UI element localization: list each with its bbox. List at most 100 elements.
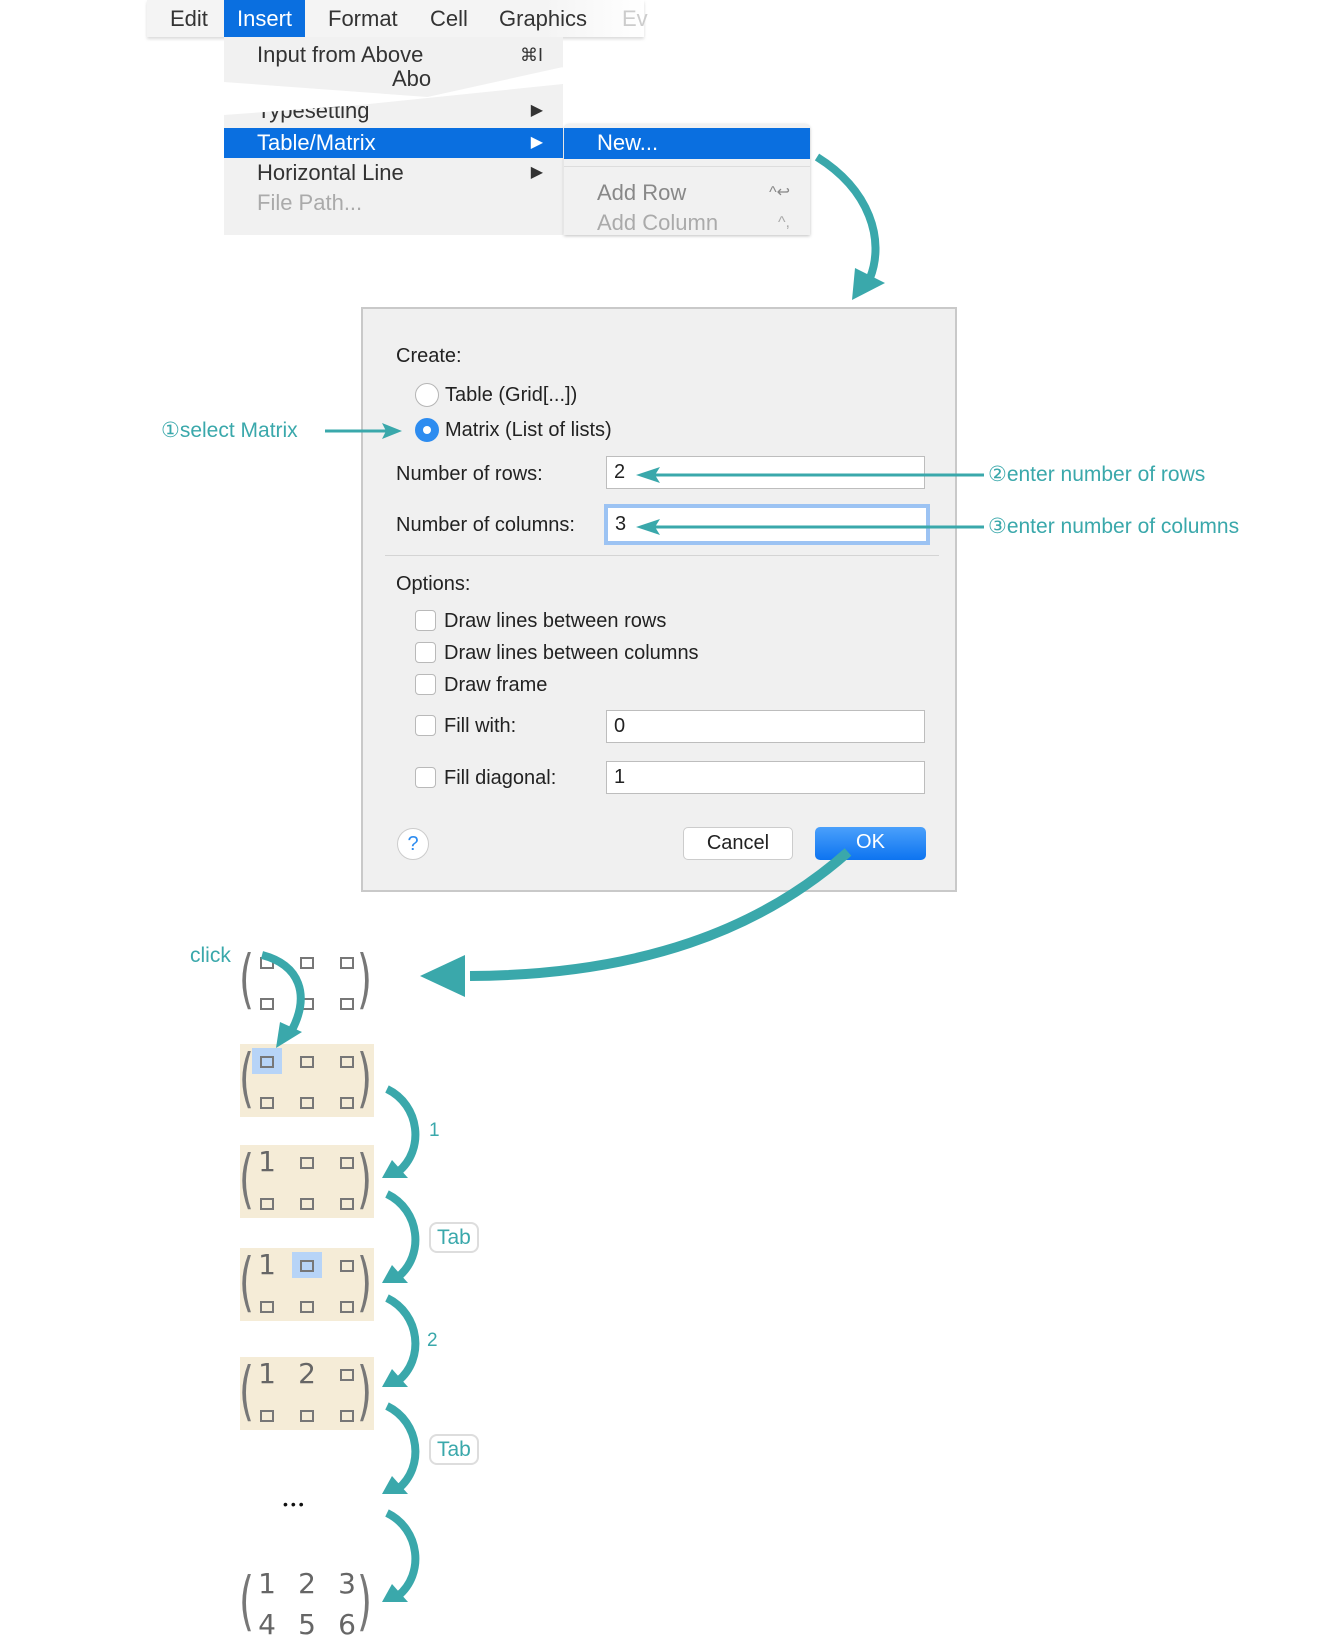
matrix-cell[interactable]: 1: [258, 1357, 276, 1390]
placeholder-cell[interactable]: [332, 1089, 362, 1115]
cancel-button[interactable]: Cancel: [683, 827, 793, 860]
checkbox-draw-columns[interactable]: [415, 642, 436, 663]
placeholder-box-icon: [340, 1301, 354, 1313]
submenu-item-add-column[interactable]: Add Column^,: [564, 208, 810, 238]
left-paren: (: [238, 1565, 254, 1639]
placeholder-cell[interactable]: [292, 949, 322, 975]
menu-item-file-path[interactable]: File Path...: [224, 188, 563, 218]
rows-input[interactable]: 2: [606, 456, 925, 489]
left-paren: (: [238, 1042, 254, 1116]
shortcut: ^↩: [769, 184, 790, 201]
separator: [564, 166, 810, 167]
checkbox-fill-diagonal[interactable]: [415, 767, 436, 788]
menu-item-input-from-above[interactable]: Input from Above⌘I: [224, 40, 563, 70]
help-button[interactable]: ?: [397, 828, 429, 860]
placeholder-cell[interactable]: [332, 1361, 362, 1387]
placeholder-box-icon: [340, 1097, 354, 1109]
matrix[interactable]: ()1: [238, 1143, 374, 1218]
radio-table-label[interactable]: Table (Grid[...]): [445, 384, 578, 406]
left-paren: (: [238, 1143, 254, 1217]
placeholder-box-icon: [260, 1097, 274, 1109]
arrowhead: [852, 268, 885, 300]
menu-insert[interactable]: Insert: [224, 0, 306, 37]
placeholder-cell[interactable]: [252, 1293, 282, 1319]
arrowhead: [382, 423, 402, 439]
curved-arrow: [385, 1294, 420, 1385]
placeholder-cell[interactable]: [252, 1089, 282, 1115]
label: Add Row: [597, 180, 687, 205]
matrix-cell[interactable]: 5: [298, 1608, 316, 1641]
menu-item-table-matrix[interactable]: Table/Matrix▶: [224, 128, 563, 158]
create-label: Create:: [396, 345, 462, 367]
placeholder-cell[interactable]: [292, 1293, 322, 1319]
placeholder-cell[interactable]: [252, 1190, 282, 1216]
placeholder-cell[interactable]: [292, 1252, 322, 1278]
curved-arrow: [469, 848, 852, 981]
placeholder-cell[interactable]: [292, 1089, 322, 1115]
new-table-matrix-dialog: Create: Table (Grid[...]) Matrix (List o…: [361, 307, 957, 892]
arrowhead: [420, 955, 465, 997]
placeholder-box-icon: [260, 1410, 274, 1422]
matrix[interactable]: (): [238, 1042, 374, 1117]
placeholder-cell[interactable]: [332, 949, 362, 975]
curved-arrow: [385, 1085, 420, 1176]
placeholder-cell[interactable]: [252, 990, 282, 1016]
matrix-cell[interactable]: 1: [258, 1248, 276, 1281]
matrix-cell[interactable]: 2: [298, 1567, 316, 1600]
radio-matrix-label[interactable]: Matrix (List of lists): [445, 419, 612, 441]
matrix-cell[interactable]: 2: [298, 1357, 316, 1390]
fill-with-input[interactable]: 0: [606, 710, 925, 743]
placeholder-cell[interactable]: [252, 1048, 282, 1074]
matrix-cell[interactable]: 3: [338, 1567, 356, 1600]
submenu-item-add-row[interactable]: Add Row ^↩: [564, 178, 810, 208]
radio-matrix[interactable]: [415, 418, 439, 442]
annotation-click: click: [190, 944, 231, 967]
placeholder-cell[interactable]: [332, 1048, 362, 1074]
arrowhead: [382, 1369, 408, 1387]
submenu-item-new[interactable]: New...: [564, 128, 810, 159]
checkbox-fill-with[interactable]: [415, 715, 436, 736]
placeholder-cell[interactable]: [292, 1149, 322, 1175]
placeholder-cell[interactable]: [292, 1402, 322, 1428]
placeholder-box-icon: [260, 1198, 274, 1210]
placeholder-cell[interactable]: [292, 1190, 322, 1216]
matrix[interactable]: () 1: [238, 1246, 374, 1321]
menu-format[interactable]: Format: [328, 6, 398, 31]
fill-diagonal-input[interactable]: 1: [606, 761, 925, 794]
draw-frame-label: Draw frame: [444, 674, 548, 696]
menu-item-partial[interactable]: Abo: [224, 64, 563, 94]
radio-table[interactable]: [415, 383, 439, 407]
matrix-cell[interactable]: 1: [258, 1145, 276, 1178]
arrowhead: [636, 467, 660, 483]
label: Table/Matrix: [257, 130, 376, 155]
menu-graphics[interactable]: Graphics: [499, 6, 588, 31]
placeholder-cell[interactable]: [332, 1402, 362, 1428]
placeholder-box-icon: [340, 1369, 354, 1381]
ok-button[interactable]: OK: [815, 827, 926, 860]
left-paren: (: [238, 1246, 254, 1320]
checkbox-draw-rows[interactable]: [415, 610, 436, 631]
checkbox-draw-frame[interactable]: [415, 674, 436, 695]
placeholder-cell[interactable]: [332, 1252, 362, 1278]
placeholder-cell[interactable]: [332, 1293, 362, 1319]
menu-item-horizontal-line[interactable]: Horizontal Line▶: [224, 158, 563, 188]
placeholder-cell[interactable]: [332, 1190, 362, 1216]
columns-input[interactable]: 3: [604, 504, 930, 545]
placeholder-cell[interactable]: [252, 1402, 282, 1428]
placeholder-cell[interactable]: [332, 990, 362, 1016]
menu-evaluation[interactable]: Ev: [622, 6, 648, 31]
menu-edit[interactable]: Edit: [170, 6, 208, 31]
matrix-cell[interactable]: 6: [338, 1608, 356, 1641]
placeholder-box-icon: [300, 1260, 314, 1272]
placeholder-box-icon: [340, 998, 354, 1010]
menu-cell[interactable]: Cell: [430, 6, 468, 31]
fill-with-label: Fill with:: [444, 715, 517, 737]
placeholder-cell[interactable]: [332, 1149, 362, 1175]
submenu-arrow-icon: ▶: [530, 102, 543, 119]
matrix-cell[interactable]: 4: [258, 1608, 276, 1641]
matrix-cell[interactable]: 1: [258, 1567, 276, 1600]
placeholder-cell[interactable]: [292, 1048, 322, 1074]
right-paren: ): [356, 1246, 372, 1320]
